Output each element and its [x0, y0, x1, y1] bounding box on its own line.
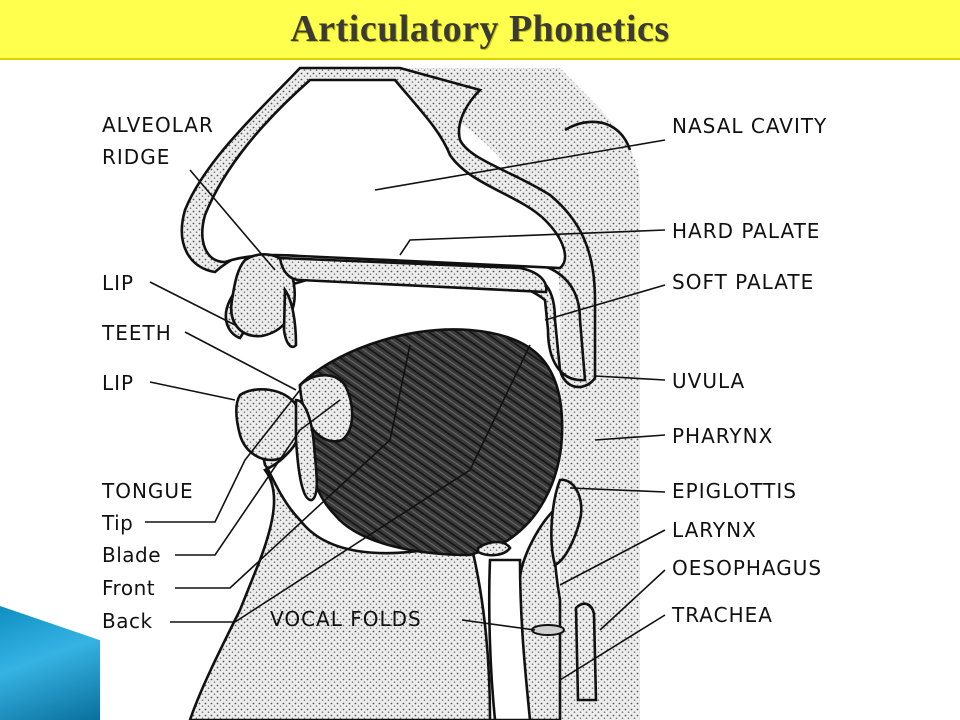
vocal-fold-shape	[532, 625, 564, 635]
lower-lip	[236, 389, 300, 460]
label-epiglottis: EPIGLOTTIS	[672, 479, 797, 503]
label-soft-palate: SOFT PALATE	[672, 270, 814, 294]
hyoid-bone	[478, 542, 510, 555]
label-alveolar-ridge-line2: RIDGE	[102, 145, 170, 169]
label-blade: Blade	[102, 543, 161, 567]
slide-title: Articulatory Phonetics	[290, 7, 669, 51]
label-trachea: TRACHEA	[671, 603, 773, 627]
label-alveolar-ridge-line1: ALVEOLAR	[102, 113, 214, 137]
label-front: Front	[102, 576, 155, 600]
leader-lip-lower	[150, 382, 235, 400]
vocal-tract-diagram: ALVEOLAR RIDGE NASAL CAVITY HARD PALATE …	[0, 58, 960, 720]
label-tip: Tip	[101, 511, 133, 535]
label-vocal-folds: VOCAL FOLDS	[270, 607, 422, 631]
leader-lip-upper	[150, 282, 235, 325]
label-tongue: TONGUE	[101, 479, 194, 503]
label-back: Back	[102, 609, 153, 633]
title-bar: Articulatory Phonetics	[0, 0, 960, 60]
label-uvula: UVULA	[672, 369, 745, 393]
trachea-tube	[576, 604, 596, 700]
label-nasal-cavity: NASAL CAVITY	[672, 114, 827, 138]
label-pharynx: PHARYNX	[672, 424, 773, 448]
label-hard-palate: HARD PALATE	[672, 219, 820, 243]
label-lip-lower: LIP	[102, 371, 134, 395]
label-oesophagus: OESOPHAGUS	[672, 556, 822, 580]
label-teeth: TEETH	[101, 321, 172, 345]
label-larynx: LARYNX	[672, 518, 757, 542]
leader-teeth	[185, 332, 296, 390]
tongue-body	[300, 329, 562, 555]
label-lip-upper: LIP	[102, 271, 134, 295]
